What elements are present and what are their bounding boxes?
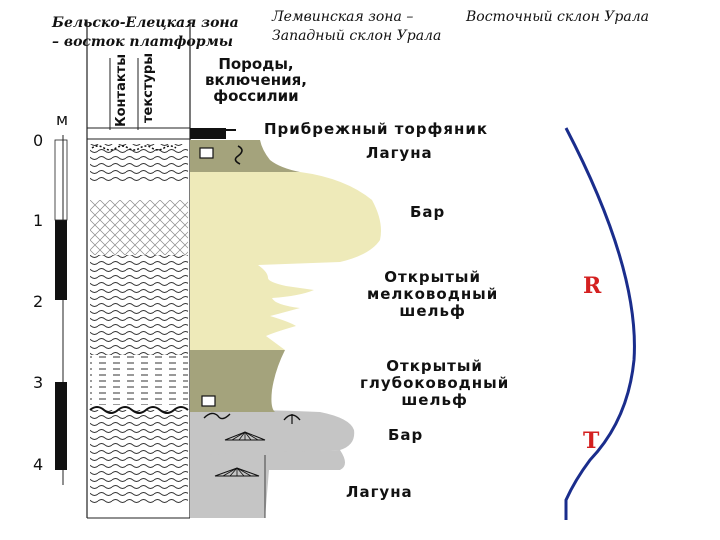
scale-tick-2: 2: [33, 292, 44, 311]
texture-wavy-top: [90, 144, 188, 184]
scale-tick-0: 0: [33, 131, 44, 150]
facies-open-deep-line1: Открытый: [386, 357, 483, 375]
texture-cross: [90, 200, 188, 255]
facies-open-deep: Открытый глубоководный шельф: [360, 358, 509, 409]
column-heading-rocks-line1: Породы,: [218, 55, 294, 73]
layer-shallow-shelf: [190, 265, 314, 350]
scale-bar-black-2: [55, 382, 67, 470]
texture-dotted-top: [91, 145, 177, 151]
facies-bar-bottom: Бар: [388, 426, 424, 444]
layer-olive-lower: [190, 450, 345, 518]
header-left-line1: Бельско-Елецкая зона: [52, 15, 239, 31]
facies-open-shallow-line1: Открытый: [384, 268, 481, 286]
header-middle-line2: Западный склон Урала: [272, 28, 442, 44]
facies-open-shallow-line2: мелководный: [367, 285, 499, 303]
cycle-r-label: R: [583, 273, 602, 299]
inclusion-square-top: [199, 147, 214, 159]
header-right-title: Восточный склон Урала: [466, 9, 649, 25]
layer-bar-top: [190, 170, 381, 265]
column-heading-rocks: Породы, включения, фоссилии: [205, 56, 307, 104]
header-middle-title: Лемвинская зона – Западный склон Урала: [272, 8, 441, 46]
layer-lagoon-top: [190, 140, 300, 172]
column-heading-contacts: Контакты: [114, 54, 129, 127]
texture-thick-wave: [89, 406, 189, 414]
scale-bar-white: [54, 139, 68, 221]
scale-unit: м: [56, 110, 69, 129]
texture-wavy-mid: [90, 255, 188, 355]
scale-tick-4: 4: [33, 455, 44, 474]
facies-bar-top: Бар: [410, 203, 446, 221]
inclusion-square-bottom: [201, 395, 216, 407]
sea-level-curve: [564, 127, 636, 520]
burrow-trace-bottom: [203, 412, 231, 420]
texture-wavy-bottom: [90, 410, 188, 505]
header-left-line2: – восток платформы: [52, 34, 234, 50]
header-middle-line1: Лемвинская зона –: [272, 9, 414, 25]
cycle-t-label: T: [583, 428, 600, 454]
column-heading-rocks-line2: включения,: [205, 71, 307, 89]
facies-open-deep-line2: глубоководный: [360, 374, 510, 392]
column-heading-rocks-line3: фоссилии: [213, 87, 299, 105]
facies-open-deep-line3: шельф: [401, 391, 468, 409]
facies-lagoon-top: Лагуна: [366, 144, 433, 162]
facies-peat: Прибрежный торфяник: [264, 120, 489, 138]
peat-layer: [190, 128, 226, 139]
column-heading-textures: текстуры: [141, 53, 156, 123]
shell-fossil-1: [224, 431, 266, 441]
facies-lagoon-bottom: Лагуна: [346, 483, 413, 501]
facies-open-shallow-line3: шельф: [399, 302, 466, 320]
texture-dashes: [90, 355, 188, 405]
scale-bar-black-1: [55, 220, 67, 300]
burrow-trace-top: [234, 145, 243, 165]
scale-tick-3: 3: [33, 373, 44, 392]
facies-open-shallow: Открытый мелководный шельф: [367, 269, 498, 320]
shell-fossil-2: [214, 467, 260, 477]
scale-tick-1: 1: [33, 211, 44, 230]
header-left-title: Бельско-Елецкая зона – восток платформы: [52, 14, 239, 52]
